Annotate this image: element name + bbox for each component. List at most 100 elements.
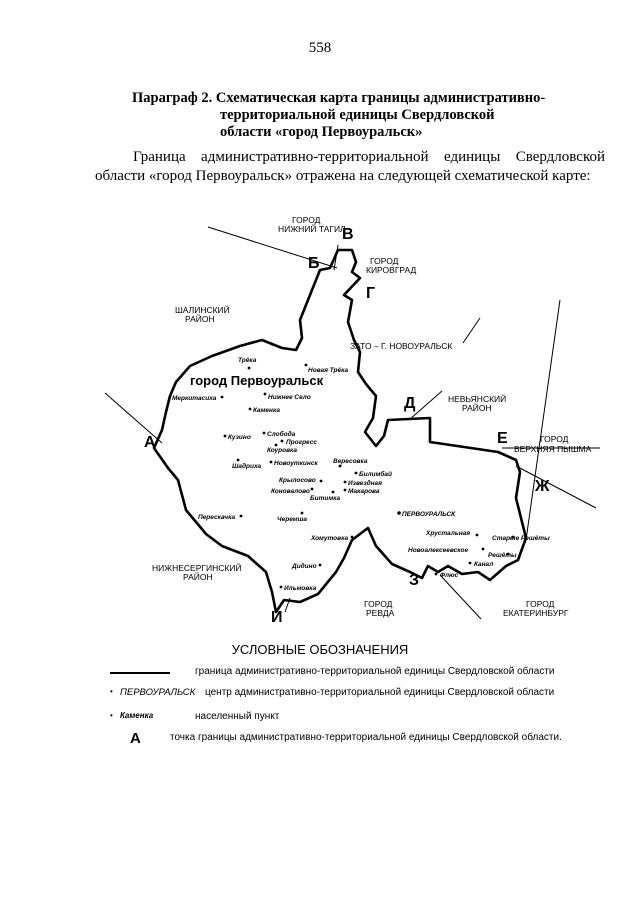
shalinsky-line2: РАЙОН — [185, 313, 215, 324]
settlement-shadrikha: Шадриха — [232, 458, 261, 470]
shalinsky-line1: ШАЛИНСКИЙ — [175, 304, 230, 315]
svg-text:Извездная: Извездная — [348, 479, 382, 487]
kirovgrad-line1: ГОРОД — [370, 256, 399, 266]
svg-text:Флюс: Флюс — [440, 572, 459, 579]
point-i: И — [271, 609, 283, 626]
line-novouralsk — [462, 317, 481, 344]
svg-text:Дидино: Дидино — [291, 562, 317, 570]
settlement-progress: Прогресс — [280, 439, 317, 446]
nizhneserginsky-line2: РАЙОН — [183, 571, 213, 582]
legend-settlement-desc: населенный пункт — [195, 711, 280, 722]
svg-text:Макарова: Макарова — [348, 488, 380, 495]
settlement-starye-reshyoty: Старые Решёты — [492, 535, 550, 542]
title-line-1: Параграф 2. Схематическая карта границы … — [132, 90, 546, 106]
legend-point-desc: точка границы административно-территориа… — [170, 732, 562, 743]
line-revda-ekb — [439, 574, 482, 620]
point-zh: Ж — [534, 478, 550, 495]
settlement-bilimbay: Билимбай — [354, 470, 392, 478]
legend-settlement-dot: • — [110, 711, 113, 720]
svg-text:Меркитасиха: Меркитасиха — [172, 395, 217, 402]
settlement-didino: Дидино — [291, 562, 322, 570]
svg-text:Новая Трёка: Новая Трёка — [308, 367, 349, 374]
novouralsk-label: ЗАТО – Г. НОВОУРАЛЬСК — [350, 341, 452, 351]
settlement-makarova: Макарова — [343, 488, 380, 495]
svg-text:Слобода: Слобода — [267, 430, 296, 438]
svg-text:Шадриха: Шадриха — [232, 462, 261, 470]
legend-settlement-sample: Каменка — [120, 711, 154, 720]
ekb-line1: ГОРОД — [526, 599, 555, 609]
settlement-kanal: Канал — [468, 561, 493, 568]
line-nevyansky — [408, 390, 443, 421]
settlement-veresovka: Вересовка — [333, 458, 368, 468]
boundary-map: ГОРОД НИЖНИЙ ТАГИЛ ГОРОД КИРОВГРАД ШАЛИН… — [104, 215, 600, 626]
section-title: Параграф 2. Схематическая карта границы … — [120, 90, 560, 141]
settlement-reshyoty: Решёты — [488, 552, 517, 559]
settlement-novoutkinsk: Новоуткинск — [269, 460, 318, 467]
revda-line2: РЕВДА — [366, 608, 395, 618]
svg-text:ПЕРВОУРАЛЬСК: ПЕРВОУРАЛЬСК — [402, 511, 456, 518]
line-shalinsky-a — [104, 392, 163, 444]
nevyansky-line1: НЕВЬЯНСКИЙ — [448, 393, 506, 404]
settlement-merkitasikha: Меркитасиха — [172, 395, 224, 402]
page-number: 558 — [308, 40, 332, 56]
svg-text:Нижнее Село: Нижнее Село — [268, 394, 311, 401]
settlement-khrustalnaya: Хрустальная — [425, 530, 479, 537]
point-v: В — [342, 226, 354, 243]
settlement-treka: Трёка — [238, 357, 257, 370]
line-ekb-diag — [525, 299, 561, 541]
settlement-izvezdnaya: Извездная — [343, 479, 382, 487]
neighbor-lines — [104, 226, 600, 620]
svg-text:Каменка: Каменка — [253, 407, 280, 414]
point-g: Г — [366, 285, 375, 302]
legend-center-dot: • — [110, 687, 113, 696]
neighbor-labels: ГОРОД НИЖНИЙ ТАГИЛ ГОРОД КИРОВГРАД ШАЛИН… — [152, 215, 592, 618]
settlement-flyus: Флюс — [434, 572, 459, 579]
settlement-ilmovka: Ильмовка — [279, 585, 317, 592]
nizhny-tagil-line1: ГОРОД — [292, 215, 321, 225]
line-pyshma-ekb — [515, 465, 597, 509]
nizhny-tagil-line2: НИЖНИЙ ТАГИЛ — [278, 223, 346, 234]
svg-text:Кузино: Кузино — [228, 434, 251, 441]
center-pervouralsk: ПЕРВОУРАЛЬСК — [397, 511, 456, 518]
boundary-points: В Б Г Д А Е Ж З И — [144, 226, 550, 626]
settlement-novoalekseevskoe: Новоалексеевское — [408, 547, 485, 554]
settlement-cheremsha: Черемша — [277, 511, 307, 523]
settlement-novaya-treka: Новая Трёка — [304, 363, 349, 374]
legend-center-sample: ПЕРВОУРАЛЬСК — [120, 687, 196, 698]
svg-text:Черемша: Черемша — [277, 516, 307, 523]
revda-line1: ГОРОД — [364, 599, 393, 609]
svg-text:Коновалово: Коновалово — [271, 488, 310, 495]
point-d: Д — [404, 395, 416, 412]
svg-text:Ильмовка: Ильмовка — [284, 585, 317, 592]
nevyansky-line2: РАЙОН — [462, 402, 492, 413]
settlement-kourovka: Коуровка — [267, 443, 297, 454]
svg-text:Коуровка: Коуровка — [267, 447, 297, 454]
svg-text:Хрустальная: Хрустальная — [425, 530, 470, 537]
svg-text:Новоалексеевское: Новоалексеевское — [408, 547, 469, 554]
point-z: З — [409, 572, 419, 589]
settlement-konovalovo: Коновалово — [271, 487, 314, 495]
settlements: Трёка Новая Трёка Меркитасиха Нижнее Сел… — [172, 357, 550, 592]
svg-text:Перескачка: Перескачка — [198, 514, 235, 521]
settlement-khomutovka: Хомутовка — [310, 535, 354, 542]
svg-text:Билимбай: Билимбай — [359, 470, 392, 478]
settlement-kuzino: Кузино — [223, 434, 251, 441]
settlement-bitimka: Битимка — [310, 490, 341, 502]
svg-text:Трёка: Трёка — [238, 357, 257, 364]
city-name: город Первоуральск — [190, 373, 324, 388]
line-nizhny-tagil — [207, 226, 338, 269]
settlement-nizhnee-selo: Нижнее Село — [263, 392, 311, 401]
title-line-3: области «город Первоуральск» — [220, 124, 423, 140]
city-boundary — [152, 248, 528, 614]
point-e: Е — [497, 430, 508, 447]
nizhneserginsky-line1: НИЖНЕСЕРГИНСКИЙ — [152, 562, 242, 573]
svg-text:Битимка: Битимка — [310, 495, 341, 502]
intro-paragraph: Граница административно-территориальной … — [95, 149, 605, 184]
kirovgrad-line2: КИРОВГРАД — [366, 265, 416, 275]
svg-text:Прогресс: Прогресс — [286, 439, 317, 446]
svg-text:Вересовка: Вересовка — [333, 458, 368, 465]
legend-point-sample: А — [130, 730, 141, 747]
point-b: Б — [308, 255, 320, 272]
title-line-2: территориальной единицы Свердловской — [220, 107, 495, 123]
svg-text:Старые Решёты: Старые Решёты — [492, 535, 550, 542]
